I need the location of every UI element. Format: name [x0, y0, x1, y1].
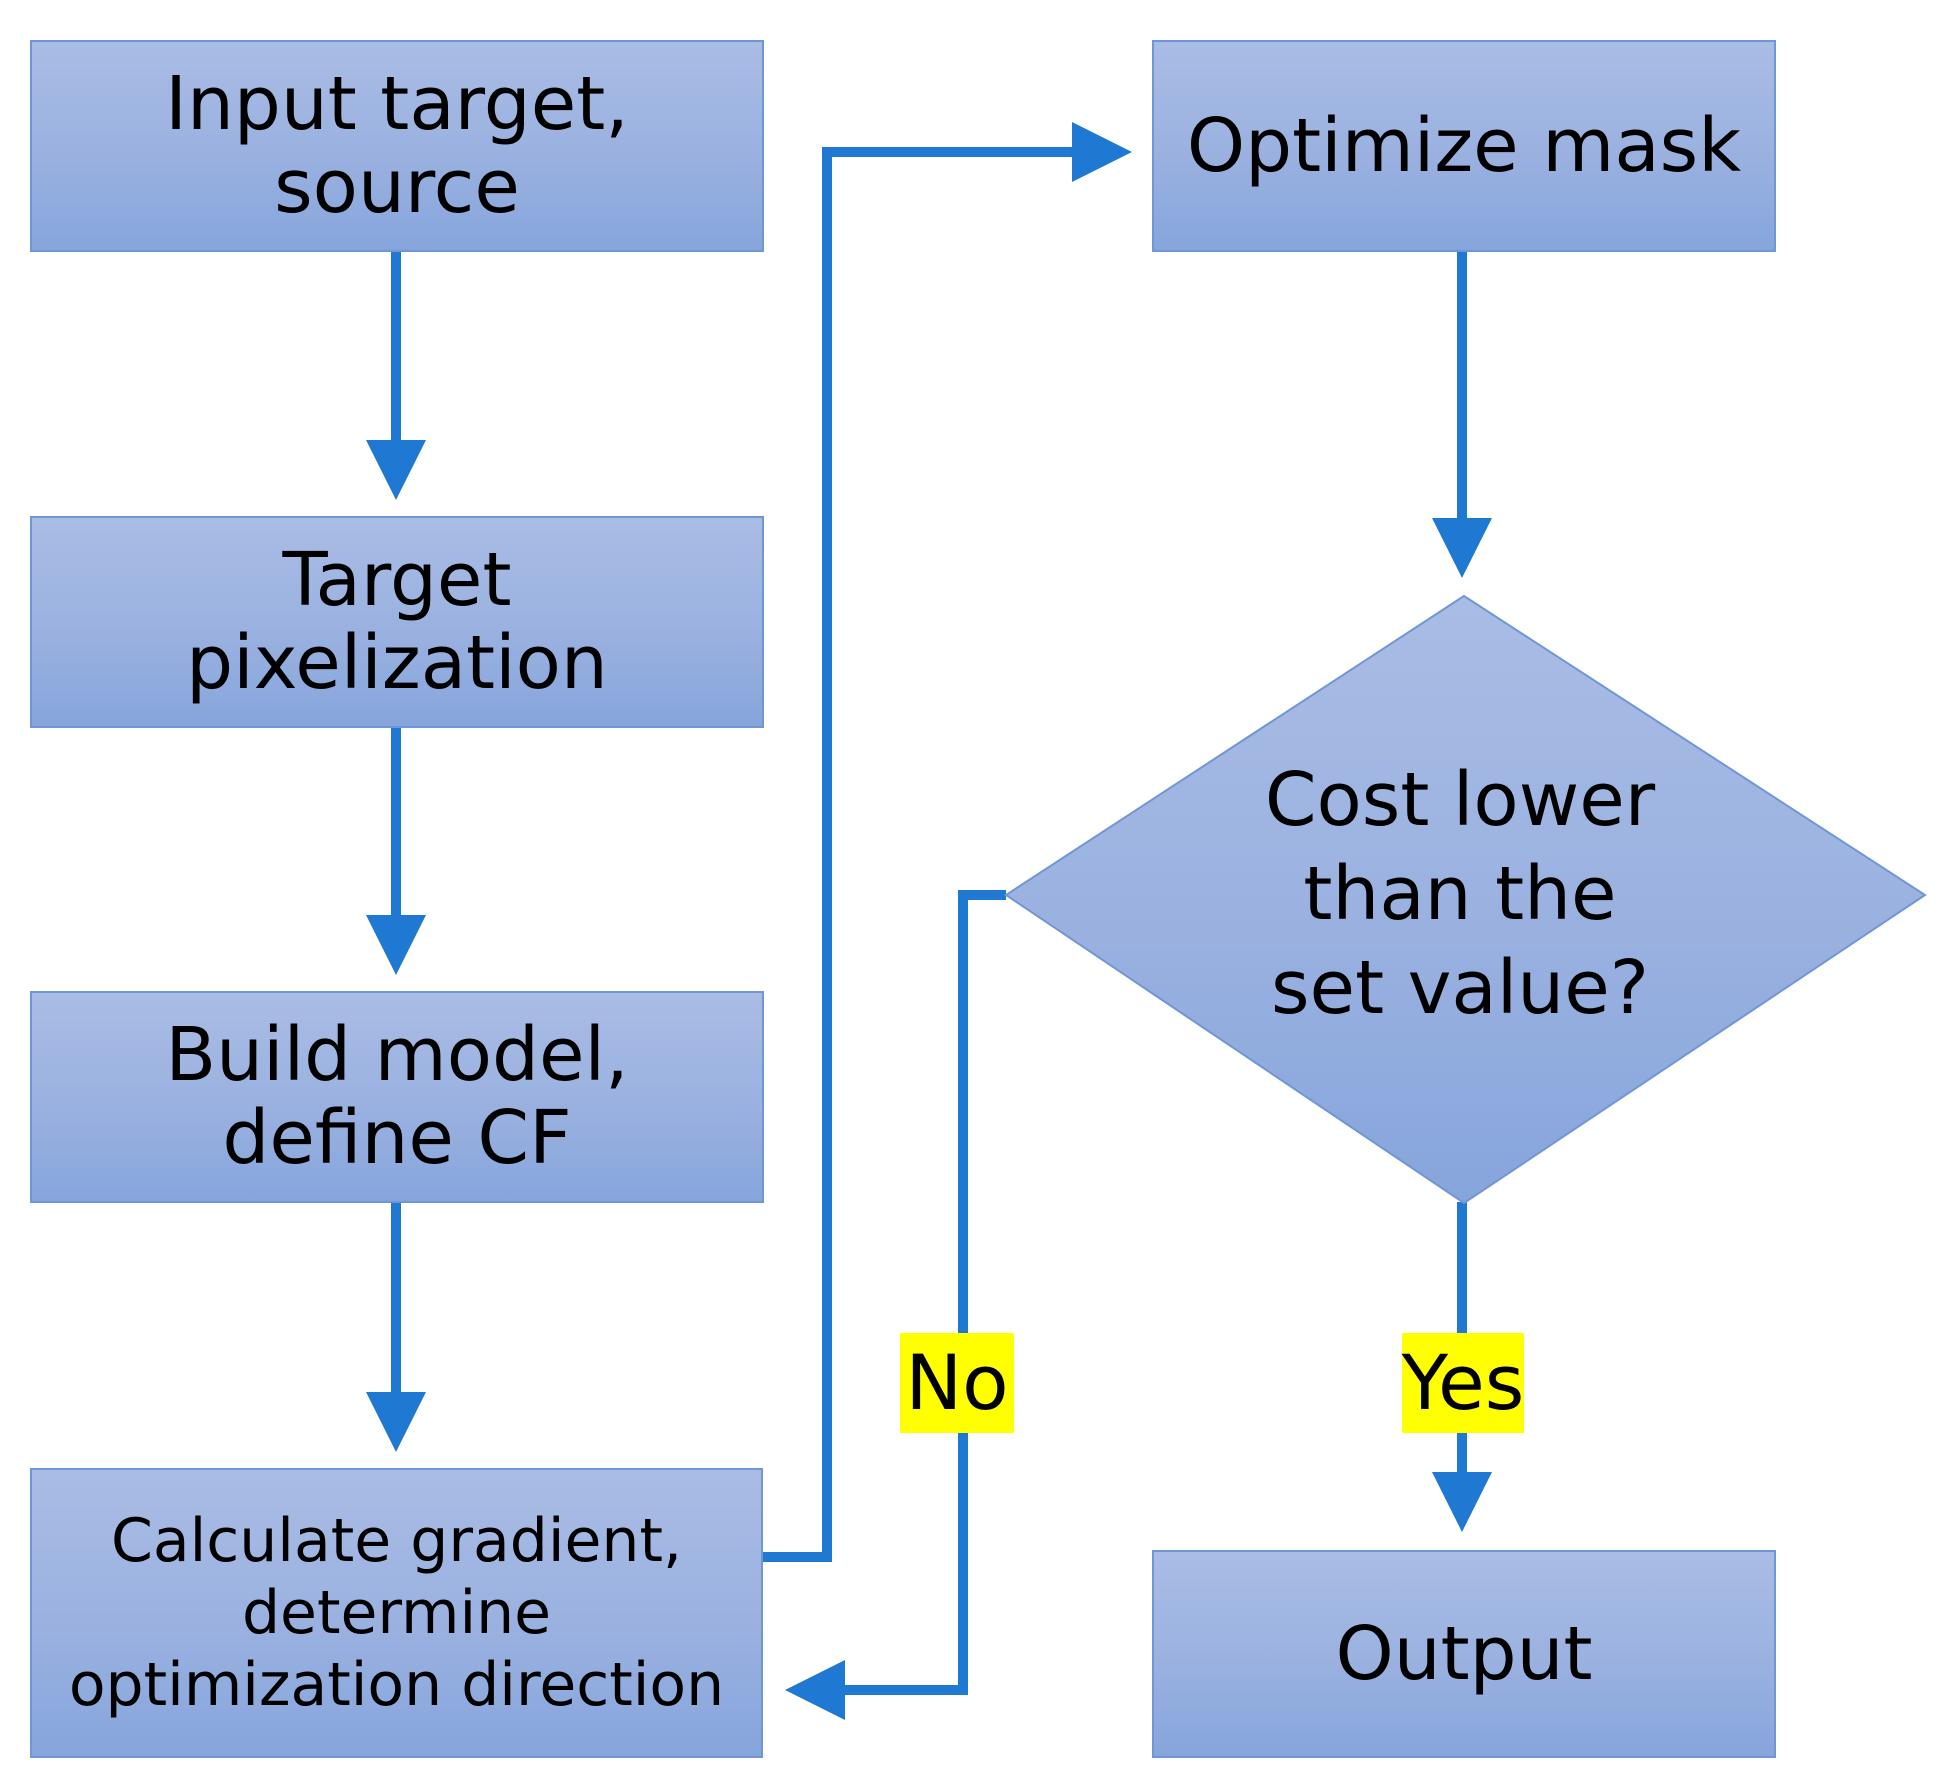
- decision-label: Cost lower than the set value?: [1264, 757, 1656, 1031]
- optimize-mask-box: Optimize mask: [1152, 40, 1776, 252]
- branch-yes-label: Yes: [1402, 1333, 1524, 1433]
- target-pixelization-label: Target pixelization: [186, 537, 608, 706]
- build-model-label: Build model, define CF: [165, 1012, 629, 1181]
- optimize-mask-label: Optimize mask: [1186, 102, 1742, 189]
- input-target-source-box: Input target, source: [30, 40, 764, 252]
- output-label: Output: [1335, 1610, 1593, 1697]
- decision-diamond: [1004, 594, 1927, 1205]
- target-pixelization-box: Target pixelization: [30, 516, 764, 728]
- branch-no-label: No: [900, 1333, 1014, 1433]
- build-model-box: Build model, define CF: [30, 991, 764, 1203]
- output-box: Output: [1152, 1550, 1776, 1758]
- arrow-calculate-gradient-to-optimize-mask: [763, 122, 1132, 1562]
- input-target-source-label: Input target, source: [165, 61, 629, 230]
- arrow-decision-no-to-calculate-gradient: [785, 890, 1006, 1720]
- calculate-gradient-label: Calculate gradient, determine optimizati…: [68, 1506, 725, 1720]
- calculate-gradient-box: Calculate gradient, determine optimizati…: [30, 1468, 763, 1758]
